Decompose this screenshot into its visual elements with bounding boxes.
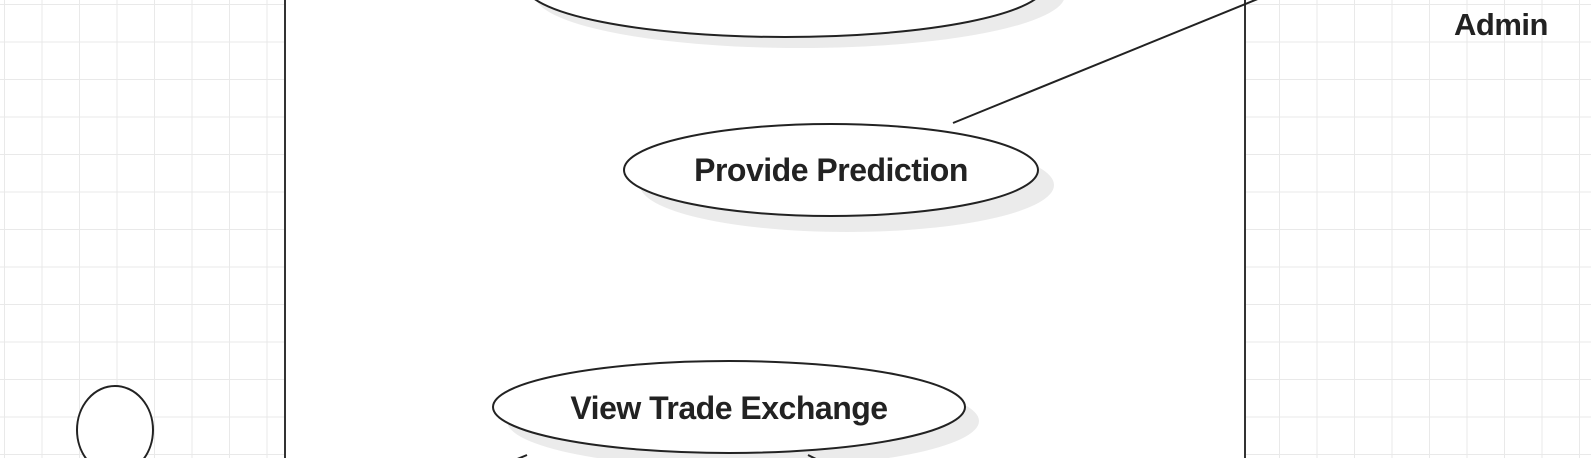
use-case-view-trade-exchange-ellipse	[492, 360, 966, 454]
actor-admin-label: Admin	[1454, 7, 1548, 42]
connector-partial-right[interactable]	[807, 454, 824, 458]
connector-partial-left[interactable]	[510, 454, 528, 458]
association-admin-provide-prediction[interactable]	[952, 0, 1270, 124]
use-case-provide-prediction[interactable]: Provide Prediction	[623, 123, 1054, 232]
use-case-view-trade-exchange-label: View Trade Exchange	[570, 390, 887, 426]
use-case-provide-prediction-ellipse	[623, 123, 1039, 217]
use-case-top[interactable]	[525, 0, 1065, 48]
actor-head[interactable]	[76, 385, 154, 458]
use-case-top-ellipse	[534, 0, 1036, 38]
use-case-view-trade-exchange[interactable]: View Trade Exchange	[492, 360, 979, 458]
use-case-provide-prediction-label: Provide Prediction	[694, 152, 968, 188]
